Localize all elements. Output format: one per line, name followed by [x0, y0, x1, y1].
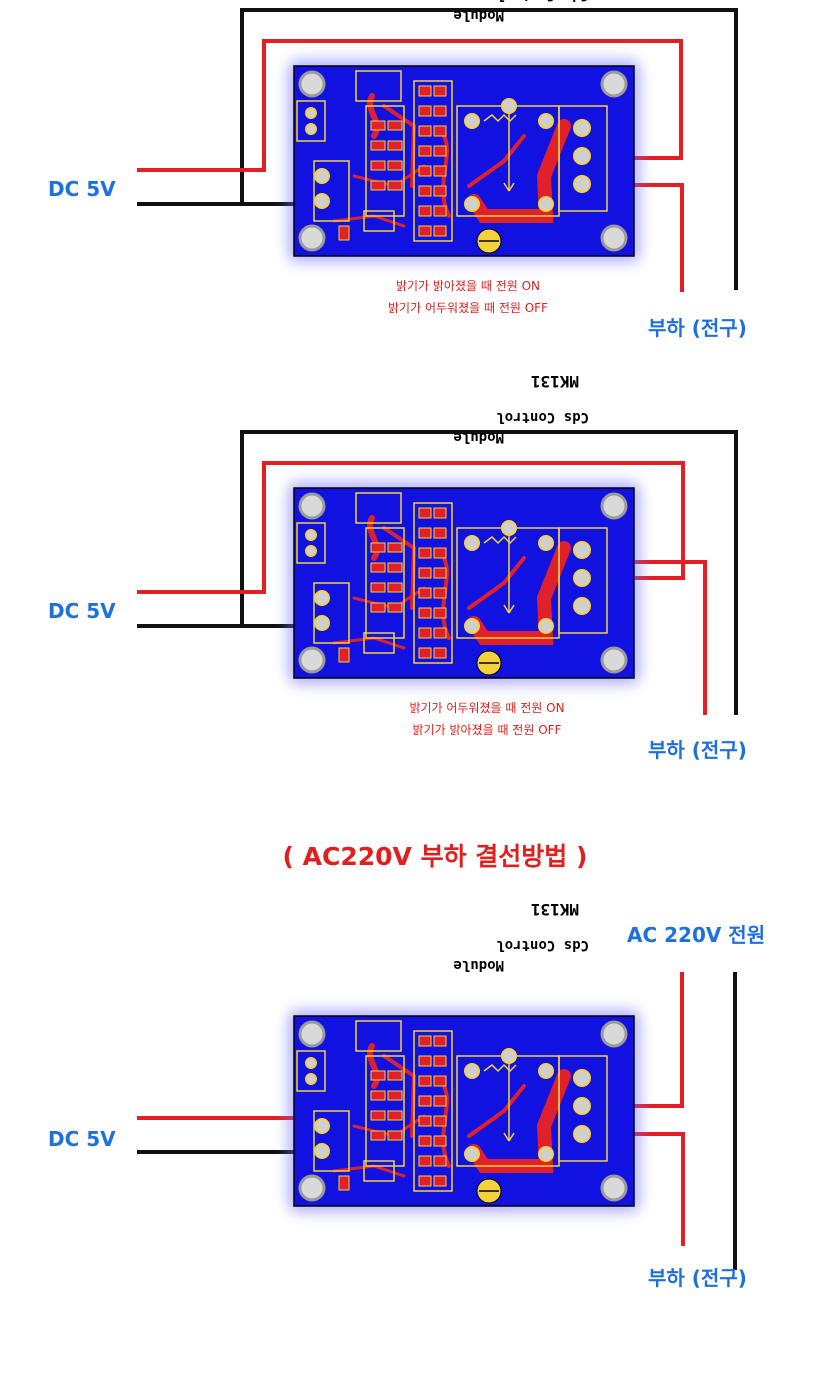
board-cds-text: Cds Control: [496, 0, 589, 3]
wires: [137, 430, 738, 715]
dc-label: DC 5V: [48, 1127, 116, 1151]
relay-module-board: Module Cds Control MK131: [288, 0, 640, 262]
board-cds-text: Cds Control: [496, 937, 589, 953]
dc-label: DC 5V: [48, 599, 116, 623]
ac-source-label: AC 220V 전원: [627, 923, 765, 947]
load-label: 부하 (전구): [648, 1266, 747, 1290]
wires: [137, 972, 737, 1270]
relay-module-board: Module Cds Control MK131: [288, 900, 640, 1212]
panel-1: Module Cds Control MK131 DC 5V 밝기가 밝아졌을 …: [48, 0, 747, 340]
section-title: ( AC220V 부하 결선방법 ): [283, 842, 588, 871]
board-module-text: Module: [453, 957, 504, 973]
panel-2: Module Cds Control MK131 DC 5V 밝기가 어두워졌을…: [48, 372, 747, 762]
load-label: 부하 (전구): [648, 738, 747, 762]
dc-label: DC 5V: [48, 177, 116, 201]
board-module-text: Module: [453, 7, 504, 23]
board-module-text: Module: [453, 429, 504, 445]
relay-module-board: Module Cds Control MK131: [288, 372, 640, 684]
note-line-2: 밝기가 밝아졌을 때 전원 OFF: [413, 723, 562, 737]
note-line-2: 밝기가 어두워졌을 때 전원 OFF: [388, 301, 548, 315]
load-label: 부하 (전구): [648, 316, 747, 340]
note-line-1: 밝기가 어두워졌을 때 전원 ON: [409, 701, 564, 715]
board-cds-text: Cds Control: [496, 409, 589, 425]
wires: [137, 8, 738, 292]
note-line-1: 밝기가 밝아졌을 때 전원 ON: [396, 279, 540, 293]
board-model-text: MK131: [531, 900, 579, 919]
board-model-text: MK131: [531, 372, 579, 391]
panel-3: ( AC220V 부하 결선방법 ) AC 220V 전원 Module Cds…: [48, 842, 765, 1290]
